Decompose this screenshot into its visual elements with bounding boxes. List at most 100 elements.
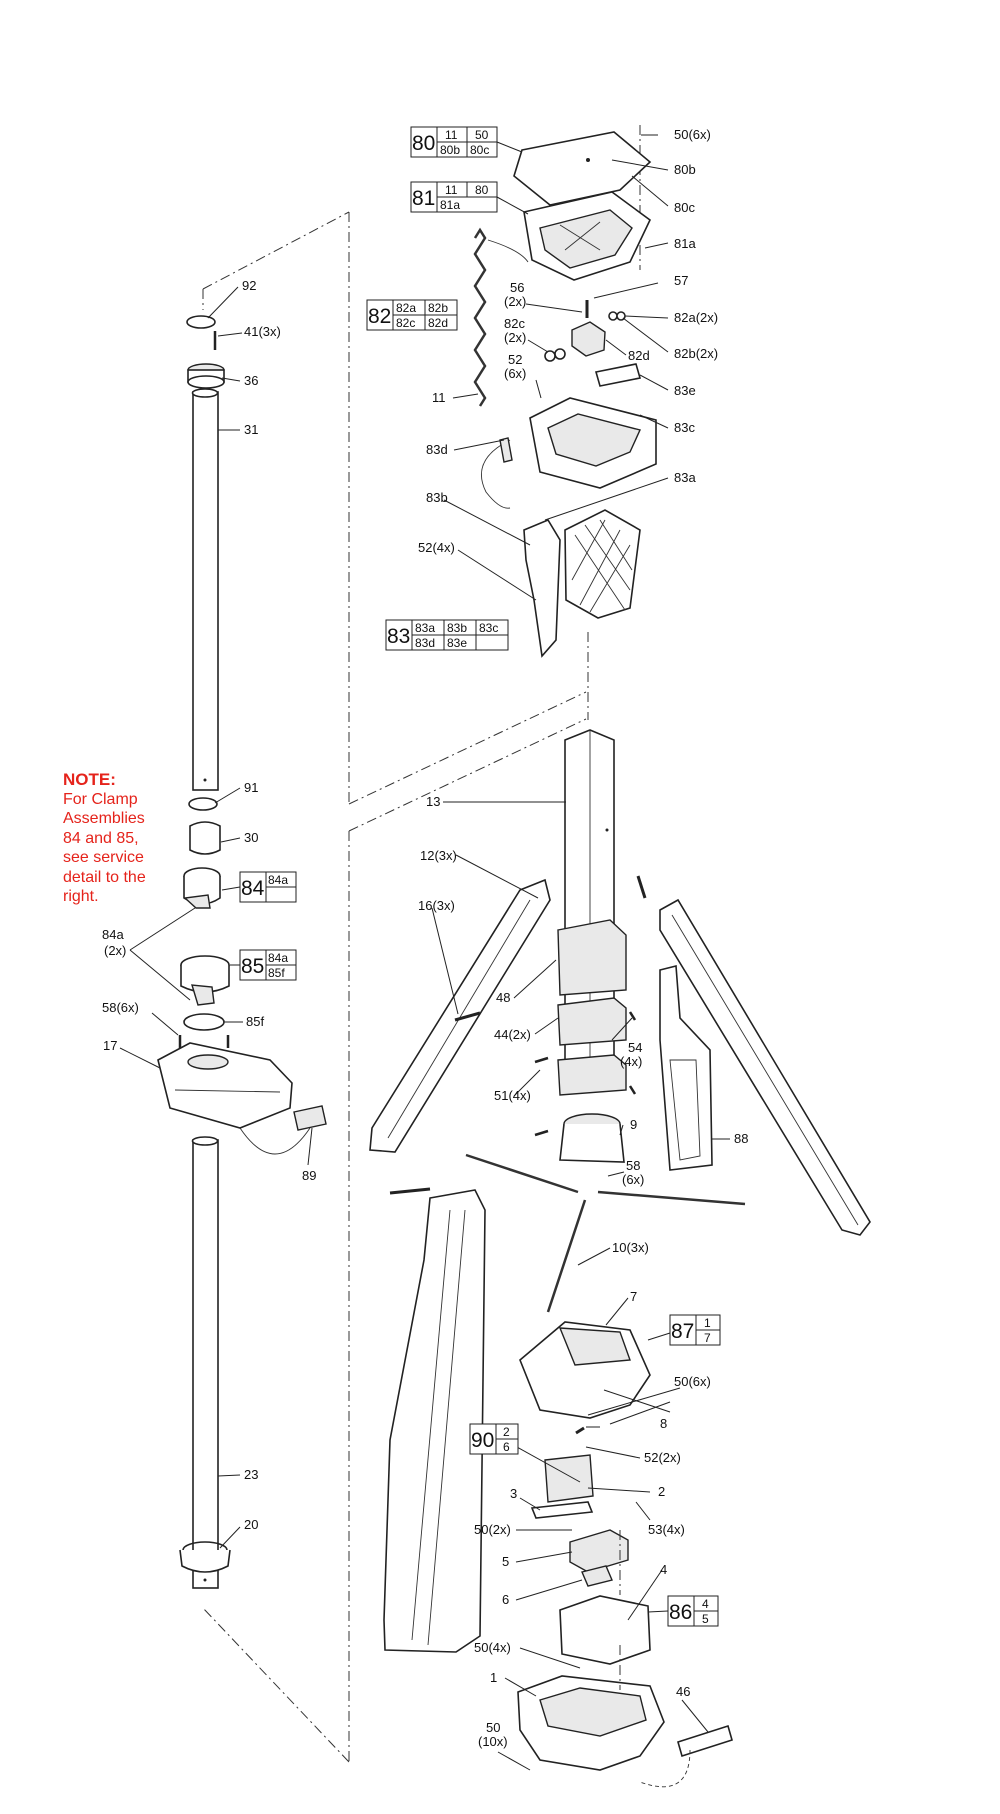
assembly-guide-lines xyxy=(202,125,641,1763)
kit-80-cell-4: 80c xyxy=(470,143,489,157)
label-7: 7 xyxy=(630,1289,637,1304)
part-92-o-ring xyxy=(186,315,216,329)
kit-box-84: 84 84a xyxy=(239,871,297,903)
label-83e: 83e xyxy=(674,383,696,398)
part-36-top-cap xyxy=(187,363,225,389)
kit-84-cell-1: 84a xyxy=(268,873,288,887)
part-5-switch xyxy=(569,1529,629,1573)
leader-lines xyxy=(119,134,730,1788)
kit-box-90: 90 2 6 xyxy=(469,1423,519,1455)
part-80b-lens xyxy=(513,131,652,206)
part-82d-swivel xyxy=(571,321,606,357)
kit-90-cell-2: 6 xyxy=(503,1440,510,1454)
label-50-6x-base: 50(6x) xyxy=(674,1374,711,1389)
part-4-frame xyxy=(559,1595,651,1665)
label-85f: 85f xyxy=(246,1014,264,1029)
label-50-6x: 50(6x) xyxy=(674,127,711,142)
part-2-plate xyxy=(544,1454,594,1503)
part-8-screw xyxy=(575,1426,585,1435)
label-82a: 82a(2x) xyxy=(674,310,718,325)
label-80c: 80c xyxy=(674,200,695,215)
kit-83-cell-4: 83d xyxy=(415,636,435,650)
kit-87-number: 87 xyxy=(671,1320,694,1343)
label-52-qty: (6x) xyxy=(504,366,526,381)
part-6-board xyxy=(581,1565,613,1587)
part-30-sleeve xyxy=(189,821,221,855)
label-58-center: 58 xyxy=(626,1158,640,1173)
label-52: 52 xyxy=(508,352,522,367)
label-6: 6 xyxy=(502,1592,509,1607)
kit-82-cell-3: 82c xyxy=(396,316,415,330)
part-54-screws xyxy=(628,1011,637,1095)
part-83a-grille-arm xyxy=(564,509,641,619)
kit-83-number: 83 xyxy=(387,625,410,648)
label-81a: 81a xyxy=(674,236,696,251)
label-11: 11 xyxy=(432,390,446,405)
part-58-screws-left xyxy=(178,1035,230,1048)
part-46-label xyxy=(677,1724,733,1758)
kit-86-number: 86 xyxy=(669,1601,692,1624)
label-82c-qty: (2x) xyxy=(504,330,526,345)
label-44: 44(2x) xyxy=(494,1027,531,1042)
label-56-qty: (2x) xyxy=(504,294,526,309)
label-58-center-qty: (6x) xyxy=(622,1172,644,1187)
kit-81-cell-2: 80 xyxy=(475,183,489,197)
label-80b: 80b xyxy=(674,162,696,177)
label-10: 10(3x) xyxy=(612,1240,649,1255)
part-17-mount-bracket xyxy=(157,1042,293,1129)
label-13: 13 xyxy=(426,794,440,809)
label-50-10x: 50 xyxy=(486,1720,500,1735)
label-51: 51(4x) xyxy=(494,1088,531,1103)
label-48: 48 xyxy=(496,990,510,1005)
kit-box-86: 86 4 5 xyxy=(667,1595,719,1627)
clamp-assembly-note: NOTE: For Clamp Assemblies 84 and 85, se… xyxy=(63,770,193,907)
label-83b: 83b xyxy=(426,490,448,505)
part-12-legs xyxy=(369,878,871,1653)
label-52-2x: 52(2x) xyxy=(644,1450,681,1465)
kit-80-number: 80 xyxy=(412,132,435,155)
part-88-handle xyxy=(659,964,713,1171)
label-41: 41(3x) xyxy=(244,324,281,339)
part-16-pins xyxy=(389,875,647,1195)
label-4: 4 xyxy=(660,1562,667,1577)
label-30: 30 xyxy=(244,830,258,845)
kit-81-number: 81 xyxy=(412,187,435,210)
kit-82-cell-1: 82a xyxy=(396,301,416,315)
part-10-links xyxy=(465,1153,746,1313)
kit-86-cell-2: 5 xyxy=(702,1612,709,1626)
part-84-clamp xyxy=(183,867,221,909)
kit-box-83: 83 83a 83b 83c 83d 83e xyxy=(385,619,509,651)
label-89: 89 xyxy=(302,1168,316,1183)
kit-box-80: 80 11 50 80b 80c xyxy=(410,126,498,158)
kit-81-cell-1: 11 xyxy=(445,183,458,197)
part-23-lower-tube xyxy=(191,1136,219,1589)
part-83e-label xyxy=(594,363,642,387)
part-9-hub xyxy=(559,1113,625,1163)
kit-80-cell-1: 11 xyxy=(445,128,458,142)
label-2: 2 xyxy=(658,1484,665,1499)
label-9: 9 xyxy=(630,1117,637,1132)
label-54-qty: (4x) xyxy=(620,1054,642,1069)
kit-82-cell-4: 82d xyxy=(428,316,448,330)
part-51-pins xyxy=(534,1056,549,1137)
label-31: 31 xyxy=(244,422,258,437)
kit-85-cell-1: 84a xyxy=(268,951,288,965)
kit-box-85: 85 84a 85f xyxy=(239,949,297,981)
part-20-base-cap xyxy=(179,1541,231,1573)
part-3-bracket xyxy=(530,1501,594,1519)
callout-labels: 92 41(3x) 36 31 91 30 84a (2x) 58(6x) 85… xyxy=(102,127,748,1749)
label-16: 16(3x) xyxy=(418,898,455,913)
kit-85-number: 85 xyxy=(241,955,264,978)
part-82a-washers xyxy=(608,311,626,321)
kit-80-cell-2: 50 xyxy=(475,128,489,142)
part-85-clamp xyxy=(180,955,230,1006)
kit-83-cell-2: 83b xyxy=(447,621,467,635)
kit-84-number: 84 xyxy=(241,877,265,900)
label-83c: 83c xyxy=(674,420,695,435)
part-7-base-housing xyxy=(519,1321,651,1419)
label-36: 36 xyxy=(244,373,258,388)
label-83d: 83d xyxy=(426,442,448,457)
kit-83-cell-1: 83a xyxy=(415,621,435,635)
label-5: 5 xyxy=(502,1554,509,1569)
